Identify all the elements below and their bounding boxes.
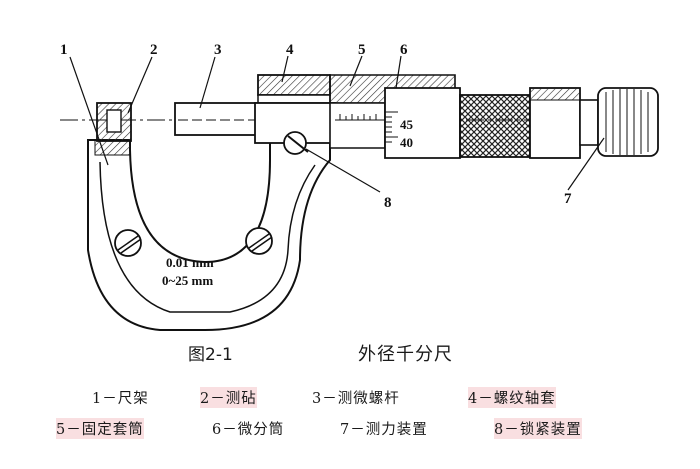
figure-title: 外径千分尺 <box>358 344 453 365</box>
figure-number: 图2-1 <box>188 345 233 365</box>
legend-item-thimble: 6－微分筒 <box>212 422 285 438</box>
thimble <box>384 87 461 159</box>
callout-5: 5 <box>358 42 366 58</box>
ratchet-ridges <box>605 89 649 155</box>
insulation-pad-left <box>114 229 142 257</box>
frame-text-range: 0~25 mm <box>162 273 213 288</box>
threaded-sleeve <box>257 74 331 96</box>
legend-item-ratchet: 7－测力装置 <box>340 422 428 438</box>
callout-7: 7 <box>564 191 572 207</box>
frame-text-resolution: 0.01 mm <box>166 255 214 270</box>
insulation-pad-right <box>245 227 273 255</box>
legend-item-fixed-sleeve: 5－固定套筒 <box>56 418 144 439</box>
callout-3: 3 <box>214 42 222 58</box>
callout-2: 2 <box>150 42 158 58</box>
thimble-graduations <box>385 111 398 143</box>
leader-lines <box>69 55 605 193</box>
lock-lever <box>287 135 309 153</box>
ratchet-knob <box>597 87 659 157</box>
scale-tick-lower: 40 <box>400 135 413 150</box>
frame-outline <box>87 121 331 331</box>
spindle <box>174 102 264 136</box>
anvil-face <box>106 109 122 133</box>
callout-4: 4 <box>286 42 294 58</box>
ratchet-neck <box>579 99 599 146</box>
sleeve-body <box>257 94 331 104</box>
callout-8: 8 <box>384 195 392 211</box>
legend-item-frame: 1－尺架 <box>92 391 149 407</box>
legend-item-lock: 8－锁紧装置 <box>494 418 582 439</box>
cap-hatch <box>529 87 581 101</box>
frame-inner-outline <box>99 161 316 313</box>
thimble-taper <box>329 102 386 149</box>
knurled-grip <box>459 94 531 158</box>
callout-6: 6 <box>400 42 408 58</box>
legend-item-anvil: 2－测砧 <box>200 387 257 408</box>
lock-knob <box>283 131 307 155</box>
scale-tick-upper: 45 <box>400 117 414 132</box>
legend-item-spindle: 3－测微螺杆 <box>312 391 400 407</box>
sleeve-scale <box>335 114 385 121</box>
legend-item-threaded-sleeve: 4－螺纹轴套 <box>468 387 556 408</box>
callout-1: 1 <box>60 42 68 58</box>
